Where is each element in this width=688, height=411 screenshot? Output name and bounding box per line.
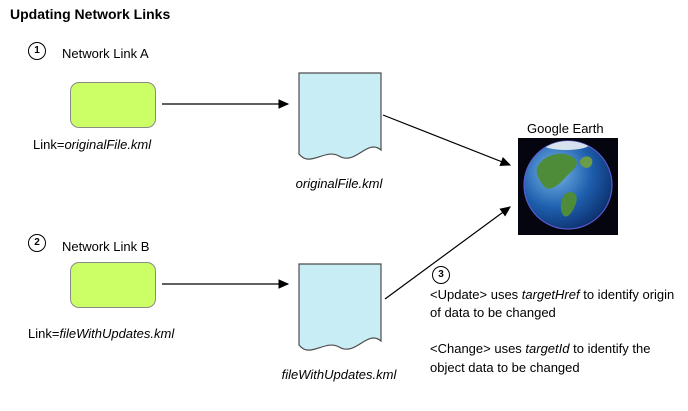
step-2-badge: 2 bbox=[28, 234, 46, 252]
network-link-a-title: Network Link A bbox=[62, 46, 149, 61]
network-link-b-title: Network Link B bbox=[62, 239, 150, 254]
google-earth-globe-icon bbox=[518, 138, 618, 235]
google-earth-label: Google Earth bbox=[527, 121, 604, 136]
note-change-keyword: targetId bbox=[525, 341, 570, 357]
link-b-prefix: Link= bbox=[28, 326, 60, 341]
network-link-a-caption: Link=originalFile.kml bbox=[33, 137, 151, 152]
step-1-badge: 1 bbox=[28, 42, 46, 60]
note-update-line: <Update> uses targetHref to identify ori… bbox=[430, 286, 686, 322]
note-update-keyword: targetHref bbox=[521, 287, 580, 302]
network-link-b-node bbox=[70, 262, 156, 308]
network-link-a-node bbox=[70, 82, 156, 128]
step-2-number: 2 bbox=[34, 237, 40, 248]
note-text: <Update> uses targetHref to identify ori… bbox=[430, 286, 686, 395]
link-a-filename: originalFile.kml bbox=[64, 137, 152, 152]
link-b-filename: fileWithUpdates.kml bbox=[59, 326, 175, 341]
document-original-filename: originalFile.kml bbox=[295, 176, 383, 191]
network-link-b-caption: Link=fileWithUpdates.kml bbox=[28, 326, 174, 341]
link-a-prefix: Link= bbox=[33, 137, 65, 152]
diagram-title: Updating Network Links bbox=[10, 6, 171, 22]
arrow-docA-to-globe bbox=[382, 114, 512, 166]
document-updates-filename: fileWithUpdates.kml bbox=[281, 367, 397, 382]
note-change-prefix: <Change> uses bbox=[430, 341, 526, 357]
step-3-number: 3 bbox=[438, 269, 444, 280]
document-original-label: originalFile.kml bbox=[269, 176, 409, 191]
step-1-number: 1 bbox=[34, 45, 40, 56]
note-update-suffix: to identify origin of data to be changed bbox=[430, 287, 675, 321]
document-updates-label: fileWithUpdates.kml bbox=[259, 367, 419, 382]
note-update-prefix: <Update> uses bbox=[430, 287, 522, 302]
document-icon-updates bbox=[298, 263, 382, 363]
document-icon-original bbox=[298, 72, 382, 172]
note-change-suffix: to identify the object data to be change… bbox=[430, 341, 651, 375]
note-change-line: <Change> uses targetId to identify the o… bbox=[430, 340, 686, 376]
step-3-badge: 3 bbox=[432, 266, 450, 284]
